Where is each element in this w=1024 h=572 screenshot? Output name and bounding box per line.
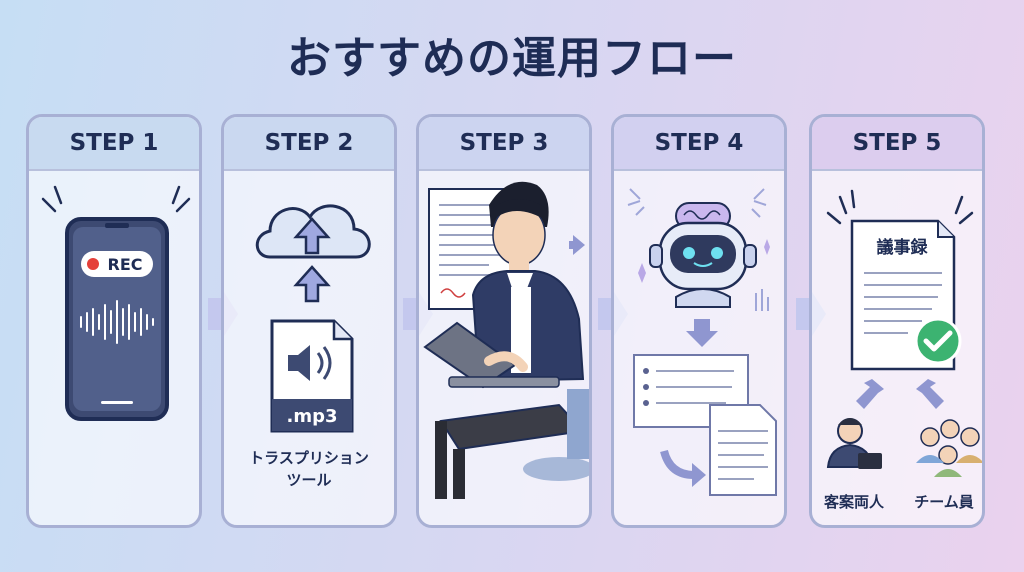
step-card-3: STEP 3	[416, 114, 592, 528]
step-card-2: STEP 2 .mp3 トラスプリション ツール	[221, 114, 397, 528]
page-title: おすすめの運用フロー	[287, 33, 737, 84]
cloud-upload-icon	[255, 204, 371, 303]
checkmark-icon	[914, 317, 962, 365]
step-label: STEP 4	[614, 117, 784, 171]
step-label: STEP 1	[29, 117, 199, 171]
robot-ai-icon	[627, 188, 770, 311]
step-label: STEP 5	[812, 117, 982, 171]
recipient-label-client: 客案両人	[823, 493, 884, 511]
minutes-title: 議事録	[877, 237, 929, 258]
smartphone-icon: REC	[41, 185, 191, 421]
file-extension: .mp3	[286, 406, 337, 427]
audio-file-icon: .mp3	[270, 319, 354, 433]
step-label: STEP 2	[224, 117, 394, 171]
tool-caption: トラスプリション ツール	[224, 447, 394, 491]
recipient-label-team: チーム員	[914, 493, 974, 511]
step-card-1: STEP 1 REC	[26, 114, 202, 528]
step-card-4: STEP 4	[611, 114, 787, 528]
document-icon	[709, 404, 777, 496]
person-laptop-illustration	[423, 181, 589, 499]
step-card-5: STEP 5 議事録	[809, 114, 985, 528]
rec-badge-text: REC	[108, 255, 143, 274]
step-label: STEP 3	[419, 117, 589, 171]
caption-line-2: ツール	[286, 471, 332, 489]
team-icon	[916, 419, 982, 477]
client-icon	[826, 418, 882, 469]
caption-line-1: トラスプリション	[249, 449, 369, 467]
